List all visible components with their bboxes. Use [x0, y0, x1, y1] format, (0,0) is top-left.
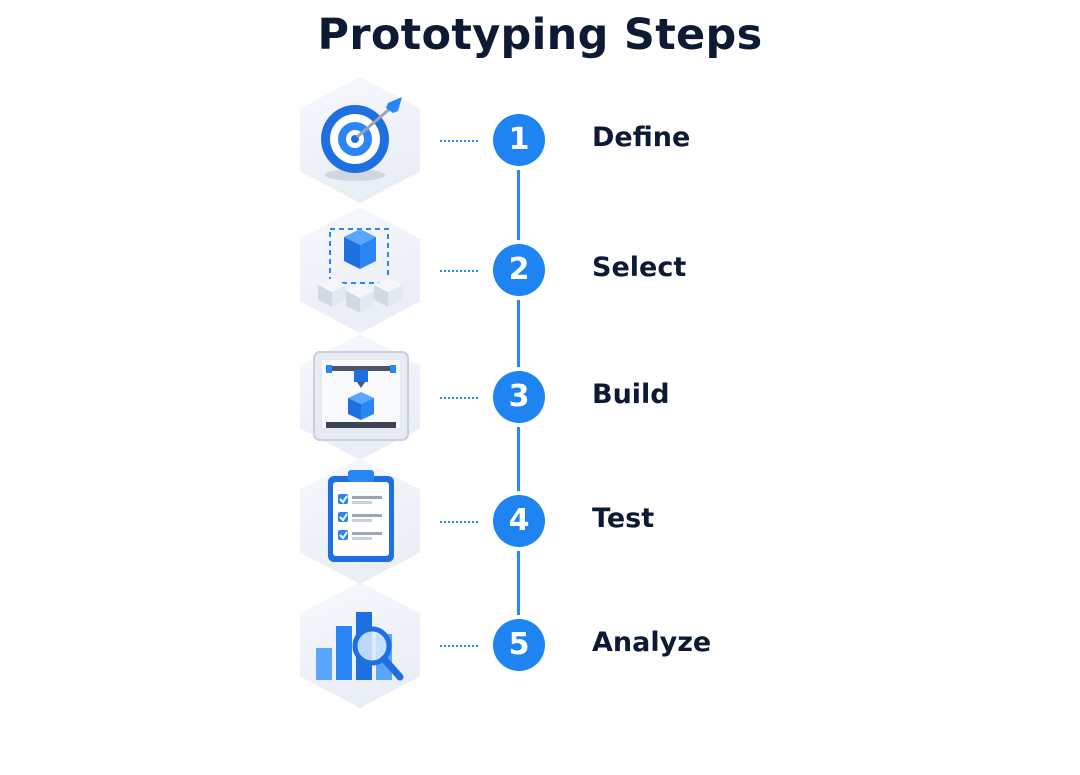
dotted-connector	[440, 140, 478, 142]
step-number-badge: 5	[493, 619, 545, 671]
dotted-connector	[440, 397, 478, 399]
checklist-clipboard-icon	[328, 470, 394, 562]
dotted-connector	[440, 521, 478, 523]
target-icon	[321, 97, 402, 181]
dotted-connector	[440, 645, 478, 647]
step-test: 4 Test	[0, 458, 1080, 651]
step-label: Define	[592, 122, 691, 153]
step-label: Build	[592, 379, 670, 410]
bar-chart-magnifier-icon	[316, 612, 404, 681]
step-label: Select	[592, 252, 687, 283]
step-number-badge: 1	[493, 114, 545, 166]
step-label: Test	[592, 503, 655, 534]
step-define: 1 Define	[0, 77, 1080, 270]
step-analyze: 5 Analyze	[0, 582, 1080, 775]
step-select: 2 Select	[0, 207, 1080, 400]
step-number-badge: 4	[493, 495, 545, 547]
step-number-badge: 2	[493, 244, 545, 296]
3d-printer-icon	[313, 351, 409, 441]
dotted-connector	[440, 270, 478, 272]
step-number-badge: 3	[493, 371, 545, 423]
step-label: Analyze	[592, 627, 712, 658]
page-title: Prototyping Steps	[317, 10, 763, 60]
cubes-icon	[318, 228, 402, 313]
step-build: 3 Build	[0, 334, 1080, 527]
